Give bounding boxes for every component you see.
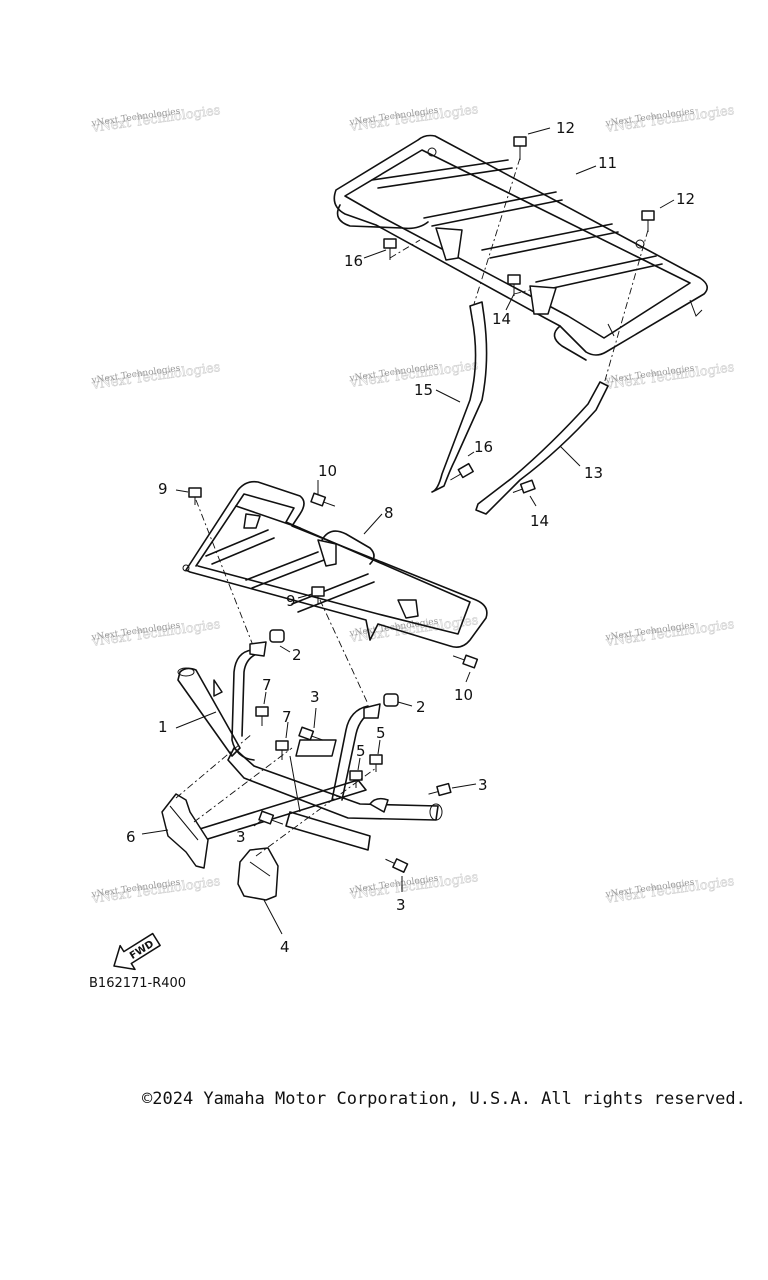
callout-11: 11	[598, 154, 617, 172]
callout-16: 16	[474, 438, 493, 456]
callout-16: 16	[344, 252, 363, 270]
rear-carrier	[333, 134, 708, 361]
cover-6	[161, 793, 209, 869]
callout-1: 1	[158, 718, 168, 736]
callout-3: 3	[236, 828, 246, 846]
copyright-notice: ©2024 Yamaha Motor Corporation, U.S.A. A…	[142, 1089, 746, 1109]
cover-4	[237, 847, 279, 901]
bolts-guard	[255, 706, 452, 873]
callout-6: 6	[126, 828, 136, 846]
callout-5: 5	[356, 742, 366, 760]
callout-9: 9	[158, 480, 168, 498]
stay-13	[475, 381, 609, 515]
bolts-rear	[383, 136, 655, 494]
callout-9: 9	[286, 592, 296, 610]
diagram-reference-code: B162171-R400	[89, 976, 187, 991]
callout-7: 7	[282, 708, 292, 726]
callout-12: 12	[676, 190, 695, 208]
callout-8: 8	[384, 504, 394, 522]
callout-2: 2	[416, 698, 426, 716]
callout-7: 7	[262, 676, 272, 694]
callout-15: 15	[414, 381, 433, 399]
front-carrier	[182, 480, 488, 648]
grommet	[383, 693, 399, 707]
callout-3: 3	[396, 896, 406, 914]
callout-2: 2	[292, 646, 302, 664]
bolts-front	[188, 487, 479, 669]
stay-15	[431, 301, 488, 493]
callout-3: 3	[478, 776, 488, 794]
callout-14: 14	[530, 512, 549, 530]
grommet	[269, 629, 285, 643]
callout-3: 3	[310, 688, 320, 706]
callouts: 12 11 12 16 14 15 16 13 14 9 10 8 9 10 2…	[126, 119, 695, 956]
callout-14: 14	[492, 310, 511, 328]
callout-5: 5	[376, 724, 386, 742]
callout-10: 10	[454, 686, 473, 704]
callout-4: 4	[280, 938, 290, 956]
fwd-arrow-icon: FWD	[113, 932, 161, 971]
callout-12: 12	[556, 119, 575, 137]
callout-13: 13	[584, 464, 603, 482]
leader-lines	[141, 127, 675, 935]
callout-10: 10	[318, 462, 337, 480]
